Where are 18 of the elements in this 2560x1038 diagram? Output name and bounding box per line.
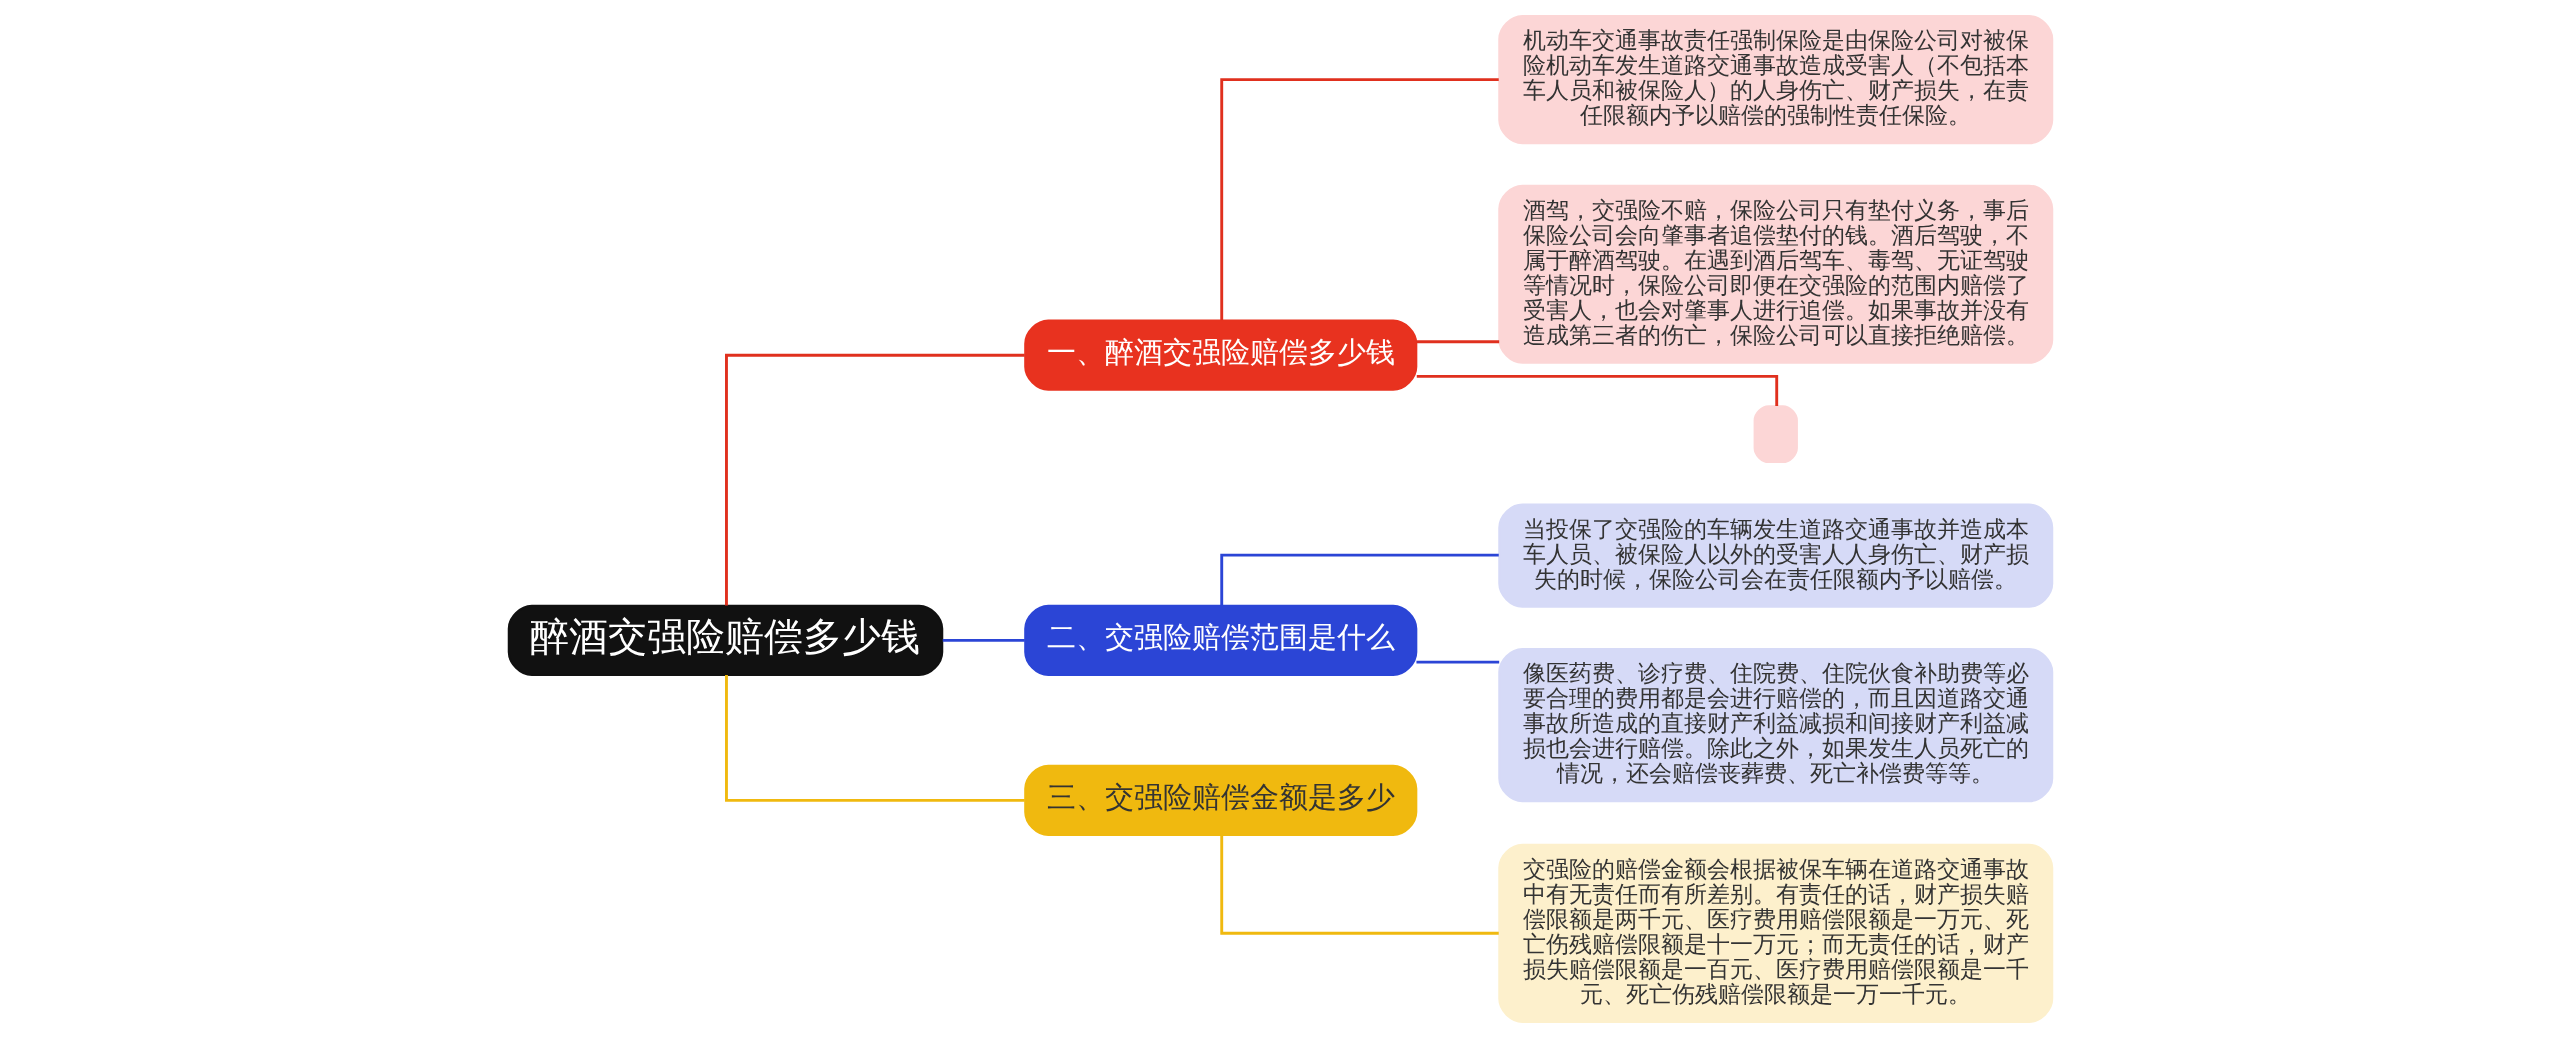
node-box: 酒驾，交强险不赔，保险公司只有垫付义务，事后保险公司会向肇事者追偿垫付的钱。酒后驾驶，不属于醉酒驾驶。在遇到酒后驾车、毒驾、无证驾驶等情况时，保险公司即便在交强险的范围内赔偿了受害人，也会对肇事人进行追偿。如果事故并没有造成第三者的伤亡，保险公司可以直接拒绝赔偿。 xyxy=(1497,184,2053,364)
connector xyxy=(1219,78,1499,321)
connector xyxy=(1219,835,1499,935)
node-box xyxy=(1753,405,1798,464)
node-box: 二、交强险赔偿范围是什么 xyxy=(1023,604,1417,677)
node-box: 三、交强险赔偿金额是多少 xyxy=(1023,764,1417,836)
connector xyxy=(724,675,1025,802)
connector xyxy=(1415,660,1499,664)
connector xyxy=(942,638,1025,642)
node-box: 机动车交通事故责任强制保险是由保险公司对被保险机动车发生道路交通事故造成受害人（不包括本车人员和被保险人）的人身伤亡、财产损失，在责任限额内予以赔偿的强制性责任保险。 xyxy=(1497,15,2053,145)
node-box: 当投保了交强险的车辆发生道路交通事故并造成本车人员、被保险人以外的受害人人身伤亡、财产损失的时候，保险公司会在责任限额内予以赔偿。 xyxy=(1497,503,2053,608)
node-box: 醉酒交强险赔偿多少钱 xyxy=(507,604,943,677)
node-box: 交强险的赔偿金额会根据被保车辆在道路交通事故中有无责任而有所差别。有责任的话，财产损失赔偿限额是两千元、医疗费用赔偿限额是一万元、死亡伤残赔偿限额是十一万元；而无责任的话，财产损失赔偿限额是一百元、医疗费用赔偿限额是一千元、死亡伤残赔偿限额是一万一千元。 xyxy=(1497,843,2053,1023)
connector xyxy=(724,353,1025,606)
connector xyxy=(1219,553,1499,606)
connector xyxy=(1415,340,1499,344)
node-box: 一、醉酒交强险赔偿多少钱 xyxy=(1023,319,1417,391)
node-box: 像医药费、诊疗费、住院费、住院伙食补助费等必要合理的费用都是会进行赔偿的，而且因道路交通事故所造成的直接财产利益减损和间接财产利益减损也会进行赔偿。除此之外，如果发生人员死亡的情况，还会赔偿丧葬费、死亡补偿费等等。 xyxy=(1497,648,2053,803)
